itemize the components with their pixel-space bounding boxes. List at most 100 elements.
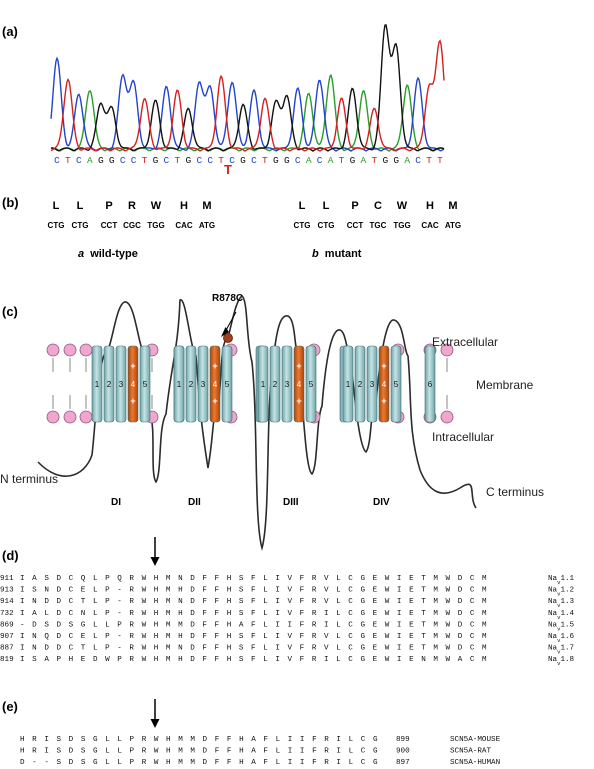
row-isoform-name: Nav1.3 [548,598,575,609]
codon: CGC [123,221,141,230]
row-sequence: D--SDSGLLPRWHMMDFFHAFLIIFRILCG [20,759,378,767]
panel-d-label: (d) [2,548,19,563]
isoform-prefix: Na [548,656,558,664]
base-call: G [393,155,399,166]
residue: L [323,200,330,212]
codon: CAC [175,221,193,230]
transmembrane-helix [197,345,209,423]
base-call: G [240,155,246,166]
codon: CCT [101,221,118,230]
transmembrane-helix [269,345,281,423]
transmembrane-helix [366,345,378,423]
residue: M [202,200,211,212]
segment-label: 1 [346,380,351,389]
codon: CTG [72,221,89,230]
isoform-subscript: v [557,590,561,597]
panel-a-label: (a) [2,24,18,39]
isoform-subscript: v [557,637,561,644]
row-species-name: SCN5A-MOUSE [450,736,501,744]
isoform-number: 1.3 [560,598,574,606]
trace-c [50,56,445,152]
base-call: C [76,155,82,166]
segment-label: 3 [119,380,124,389]
chromatogram-trace [50,24,445,152]
s4-voltage-sensor-helix [209,345,221,423]
base-call: T [339,155,345,166]
residue: W [151,200,162,212]
gating-charge: + [212,361,217,371]
mutation-base-call: T [224,162,232,177]
base-call: C [164,155,170,166]
row-position: 897 [396,759,410,767]
trace-a [50,73,445,152]
row-sequence: INQDCELP-RWHMHDFFHSFLIVFRVLCGEWIETMWDCM [20,633,487,641]
mutant-caption-text: mutant [325,248,362,260]
lipid-head [46,410,60,424]
base-call: A [306,155,312,166]
segment-label: 1 [261,380,266,389]
mutation-site [223,333,233,343]
base-call: T [218,155,224,166]
isoform-number: 1.5 [560,621,574,629]
alignment-arrow-d [150,537,160,566]
gating-charge: + [381,361,386,371]
isoform-number: 1.1 [560,575,574,583]
base-call: C [295,155,301,166]
isoform-number: 1.7 [560,645,574,653]
segment-label: 4 [382,380,387,389]
row-species-name: SCN5A-HUMAN [450,759,500,767]
transmembrane-helix [281,345,293,423]
base-call: T [426,155,432,166]
segment-label: 5 [309,380,314,389]
row-isoform-name: Nav1.2 [548,587,575,598]
base-call: T [371,155,377,166]
lipid-head [79,410,93,424]
base-call: G [273,155,279,166]
base-call: C [196,155,202,166]
transmembrane-helix [185,345,197,423]
codon: TGG [147,221,164,230]
base-call: C [229,155,235,166]
isoform-prefix: Na [548,598,558,606]
residue: P [351,200,358,212]
transmembrane-helix [342,345,354,423]
base-call: C [317,155,323,166]
base-call: G [109,155,115,166]
transmembrane-helix [139,345,151,423]
segment-label: 2 [107,380,112,389]
residue: H [180,200,188,212]
row-isoform-name: Nav1.5 [548,621,575,632]
transmembrane-helix [257,345,269,423]
gating-charge: + [296,396,301,406]
s4-voltage-sensor-helix [293,345,305,423]
domain-label-dii: DII [188,497,201,508]
base-call: T [65,155,71,166]
row-position: 911 [0,575,14,583]
segment-label: 2 [273,380,278,389]
isoform-number: 1.4 [560,610,574,618]
transmembrane-helix [354,345,366,423]
row-position: 732 [0,610,14,618]
isoform-prefix: Na [548,633,558,641]
mutant-caption-letter: b [312,248,319,260]
lipid-head [63,410,77,424]
segment-label: 4 [131,380,136,389]
segment-label: 5 [225,380,230,389]
row-position: 887 [0,645,14,653]
isoform-subscript: v [557,579,561,586]
transmembrane-helix [103,345,115,423]
isoform-prefix: Na [548,621,558,629]
isoform-number: 1.6 [560,633,574,641]
residue: W [397,200,408,212]
base-call: A [404,155,410,166]
segment-label: 6 [428,380,433,389]
transmembrane-helix [305,345,317,423]
row-species-name: SCN5A-RAT [450,748,491,756]
isoform-subscript: v [557,602,561,609]
